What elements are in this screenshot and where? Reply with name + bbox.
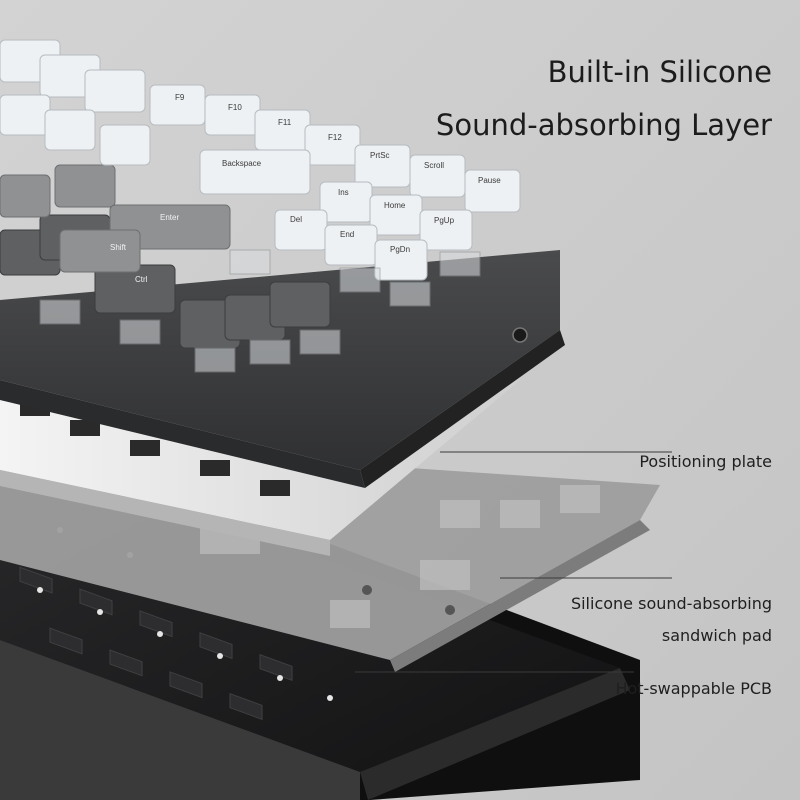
keycap-home: Home <box>384 201 406 210</box>
callout-silicone-pad-line2: sandwich pad <box>661 626 772 645</box>
keycap-f10: F10 <box>228 103 242 112</box>
pcb-switch-sockets <box>19 566 293 721</box>
keycap-pgup: PgUp <box>434 216 455 225</box>
keycap-f9: F9 <box>175 93 185 102</box>
keycap-shift: Shift <box>110 243 127 252</box>
keycap-field: F9 F10 F11 F12 Backspace PrtSc Scroll Pa… <box>0 39 521 373</box>
callout-pcb: Hot-swappable PCB <box>615 679 772 698</box>
keycap-del: Del <box>290 215 302 224</box>
keycap-scroll: Scroll <box>424 161 444 170</box>
keycap-ctrl: Ctrl <box>135 275 148 284</box>
callout-leaders <box>355 451 672 673</box>
headline-line-2: Sound-absorbing Layer <box>435 108 772 142</box>
keycap-backspace: Backspace <box>222 159 262 168</box>
keycap-prtsc: PrtSc <box>370 151 390 160</box>
usb-port <box>512 327 528 343</box>
keycap-enter: Enter <box>160 213 179 222</box>
keycap-f12: F12 <box>328 133 342 142</box>
keycap-pause: Pause <box>478 176 501 185</box>
keycap-f11: F11 <box>278 118 292 127</box>
keycap-ins: Ins <box>338 188 349 197</box>
callout-silicone-pad-line1: Silicone sound-absorbing <box>570 594 772 613</box>
keycap-pgdn: PgDn <box>390 245 410 254</box>
callout-positioning-plate: Positioning plate <box>639 452 772 471</box>
headline-line-1: Built-in Silicone <box>547 55 772 89</box>
keycap-end: End <box>340 230 354 239</box>
